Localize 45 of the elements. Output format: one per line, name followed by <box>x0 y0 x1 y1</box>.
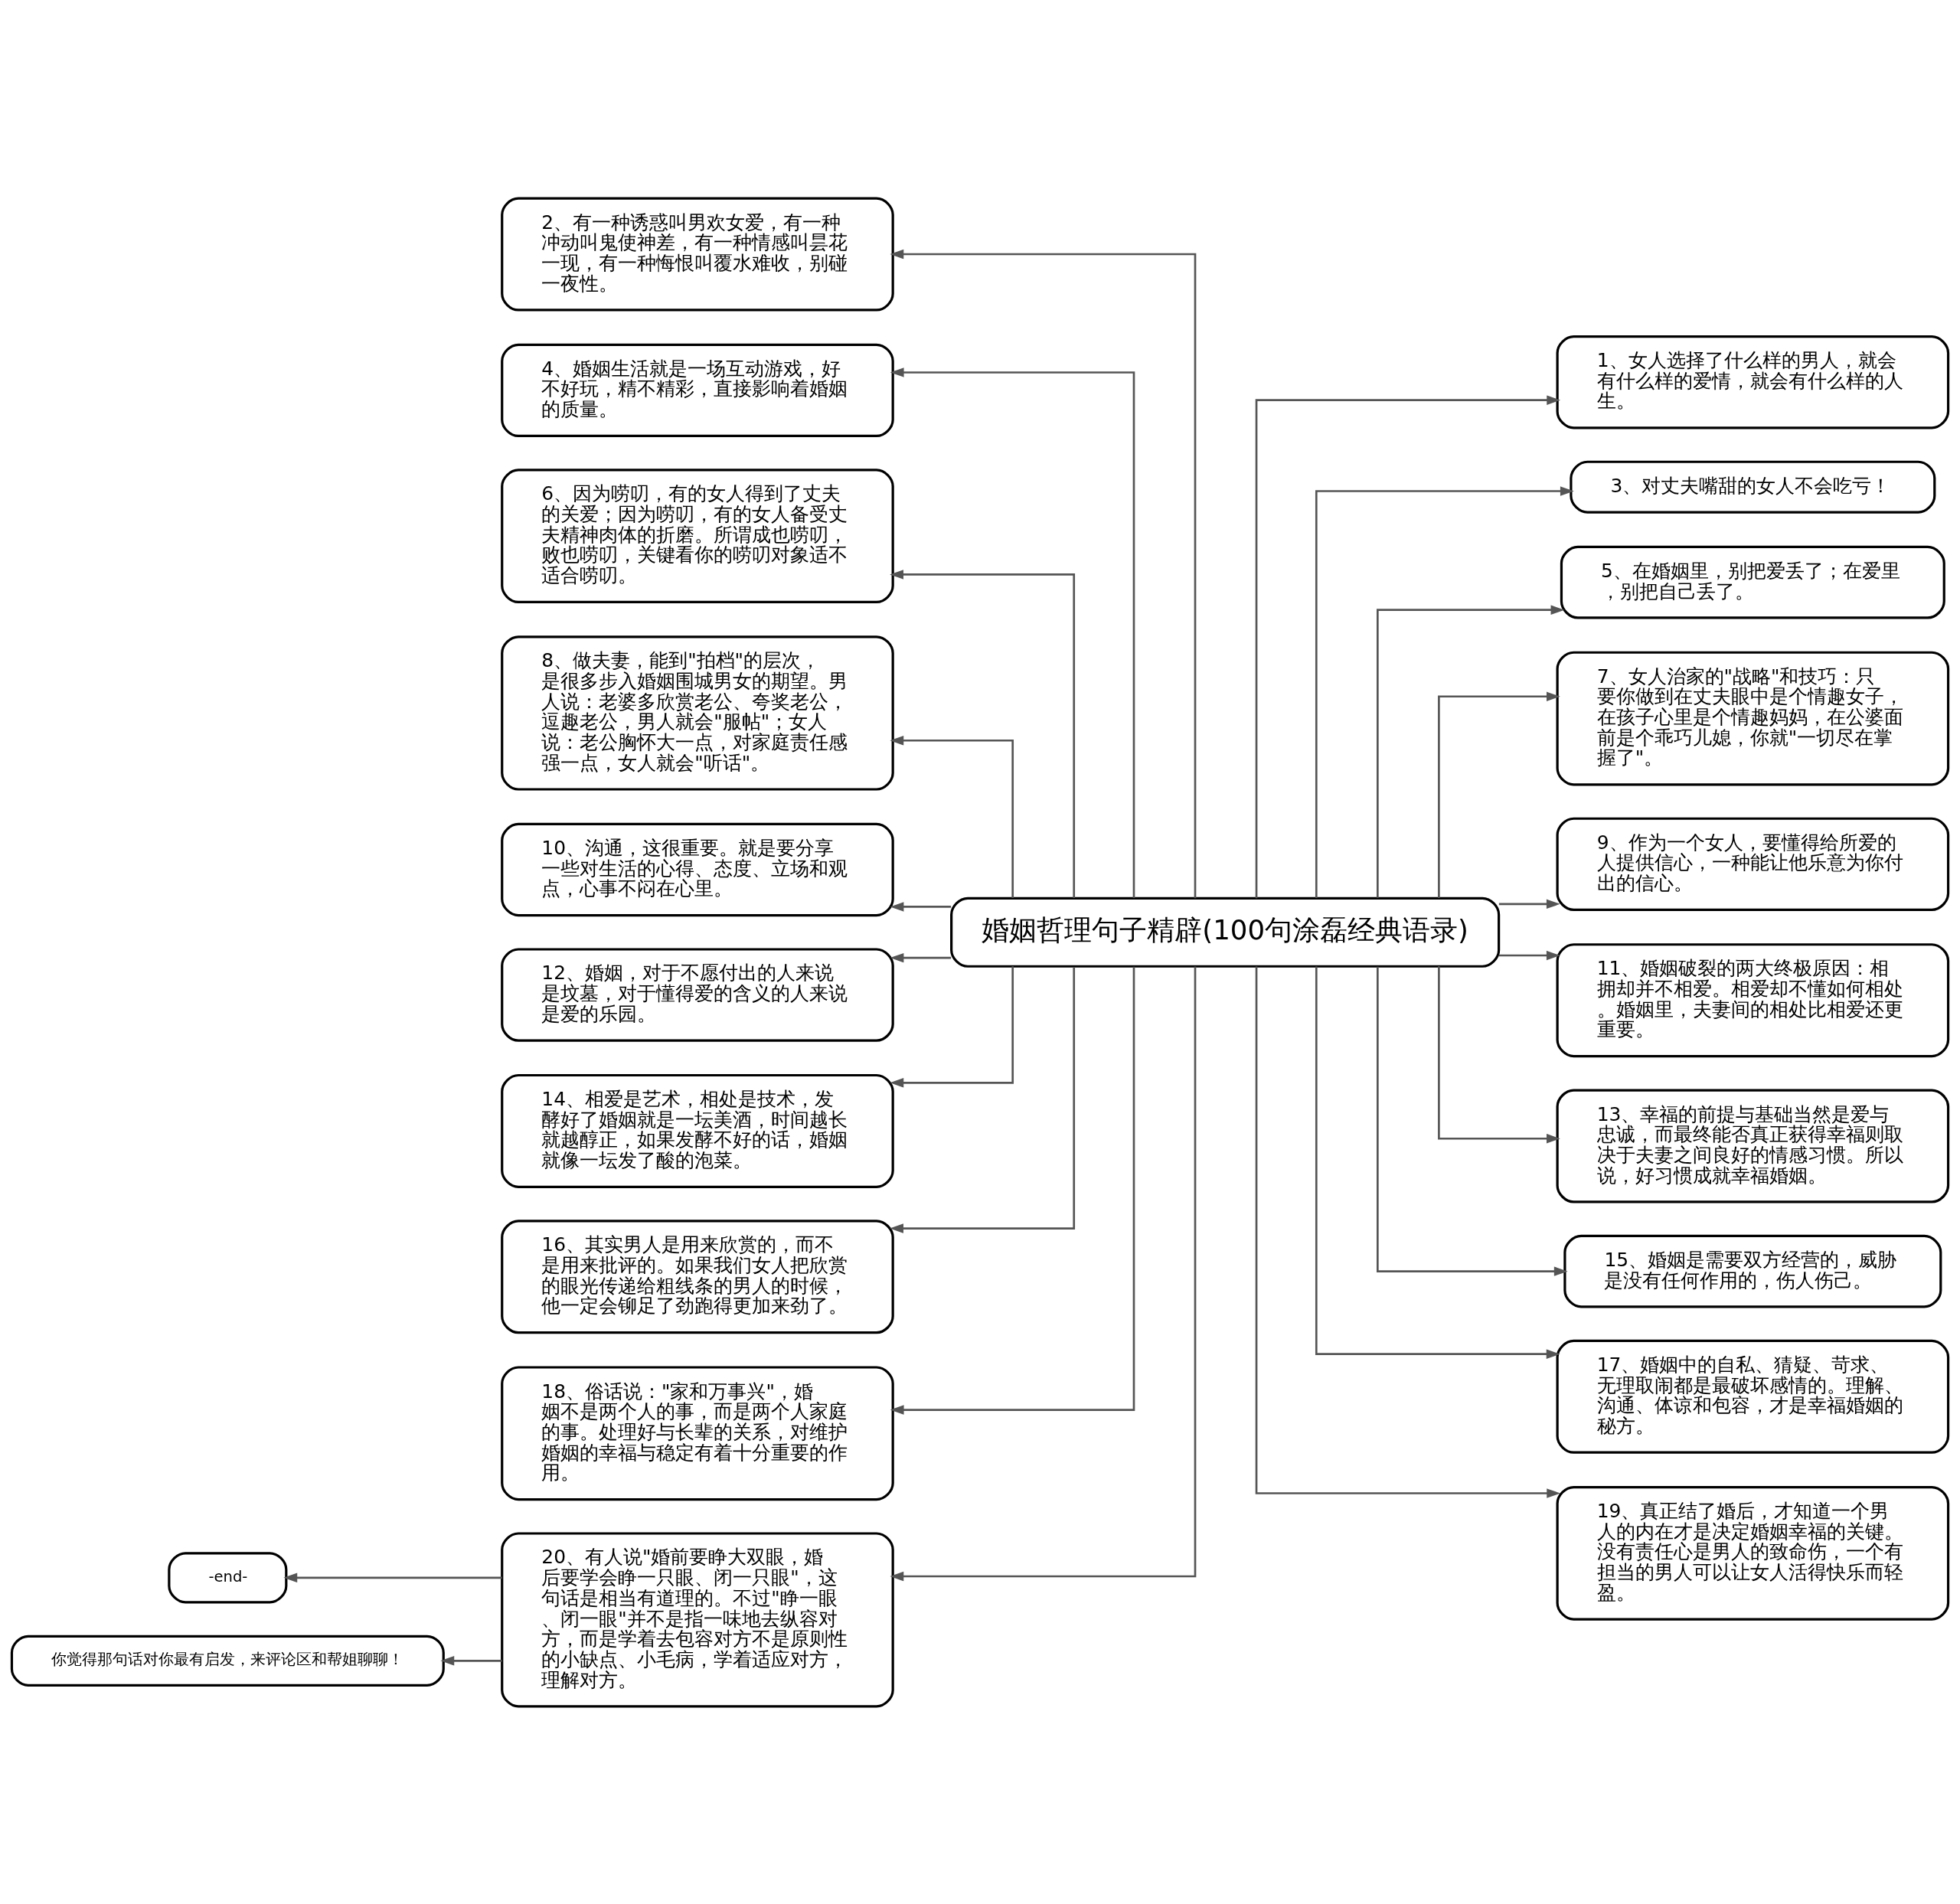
arrow <box>890 966 1076 1233</box>
node-box: 2、有一种诱惑叫男欢女爱，有一种冲动叫鬼使神差，有一种情感叫昙花一现，有一种悔恨叫覆水难收，别碰一夜性。 <box>501 197 894 312</box>
arrow <box>890 966 1135 1415</box>
arrow <box>1255 394 1561 898</box>
arrow <box>890 249 1197 898</box>
node-box: -end- <box>168 1551 288 1603</box>
node-box: 16、其实男人是用来欣赏的，而不是用来批评的。如果我们女人把欣赏的眼光传递给粗线条的男人的时候，他一定会铆足了劲跑得更加来劲了。 <box>501 1219 894 1334</box>
arrow <box>1377 966 1568 1276</box>
arrow <box>1315 965 1560 1359</box>
arrow <box>890 952 952 962</box>
node-box: 7、女人治家的"战略"和技巧：只要你做到在丈夫眼中是个情趣女子，在孩子心里是个情趣妈妈，在公婆面前是个乖巧儿媳，你就"一切尽在掌握了"。 <box>1556 651 1950 785</box>
arrow <box>1438 691 1560 898</box>
arrow <box>890 901 952 912</box>
node-box: 6、因为唠叨，有的女人得到了丈夫的关爱；因为唠叨，有的女人备受丈夫精神肉体的折磨。所谓成也唠叨，败也唠叨，关键看你的唠叨对象适不适合唠叨。 <box>501 468 894 603</box>
node-box: 13、幸福的前提与基础当然是爱与忠诚，而最终能否真正获得幸福则取决于夫妻之间良好的情感习惯。所以说，好习惯成就幸福婚姻。 <box>1556 1089 1950 1203</box>
node-box: 你觉得那句话对你最有启发，来评论区和帮姐聊聊！ <box>10 1635 445 1687</box>
arrow <box>1498 950 1560 960</box>
node-box: 1、女人选择了什么样的男人，就会有什么样的爱情，就会有什么样的人生。 <box>1556 335 1950 429</box>
node-box: 18、俗话说："家和万事兴"，婚姻不是两个人的事，而是两个人家庭的事。处理好与长辈的关系，对维护婚姻的幸福与稳定有着十分重要的作用。 <box>501 1365 894 1501</box>
arrow <box>1255 966 1561 1498</box>
arrow <box>890 965 1014 1088</box>
arrow <box>890 965 1197 1581</box>
node-box: 15、婚姻是需要双方经营的，威胁是没有任何作用的，伤人伤己。 <box>1563 1234 1942 1308</box>
arrow <box>283 1573 502 1582</box>
arrow <box>890 735 1014 898</box>
arrow <box>440 1655 502 1666</box>
node-box: 婚姻哲理句子精辟(100句涂磊经典语录) <box>950 896 1501 968</box>
node-box: 12、婚姻，对于不愿付出的人来说是坟墓，对于懂得爱的含义的人来说是爱的乐园。 <box>501 947 894 1042</box>
arrow <box>1498 899 1560 909</box>
node-box: 8、做夫妻，能到"拍档"的层次，是很多步入婚姻围城男女的期望。男人说：老婆多欣赏老公、夸奖老公，逗趣老公，男人就会"服帖"；女人说：老公胸怀大一点，对家庭责任感强一点，女人就会"听话"。 <box>501 635 894 791</box>
node-box: 5、在婚姻里，别把爱丢了；在爱里，别把自己丢了。 <box>1560 545 1945 619</box>
node-box: 14、相爱是艺术，相处是技术，发酵好了婚姻就是一坛美酒，时间越长就越醇正，如果发酵不好的话，婚姻就像一坛发了酸的泡菜。 <box>501 1073 894 1188</box>
node-box: 10、沟通，这很重要。就是要分享一些对生活的心得、态度、立场和观点，心事不闷在心里。 <box>501 822 894 916</box>
node-box: 19、真正结了婚后，才知道一个男人的内在才是决定婚姻幸福的关键。没有责任心是男人的致命伤，一个有担当的男人可以让女人活得快乐而轻盈。 <box>1556 1485 1950 1621</box>
arrow <box>1377 604 1565 898</box>
node-box: 11、婚姻破裂的两大终极原因：相拥却并不相爱。相爱却不懂如何相处。婚姻里，夫妻间的相处比相爱还更重要。 <box>1556 942 1950 1057</box>
node-box: 17、婚姻中的自私、猜疑、苛求、无理取闹都是最破坏感情的。理解、沟通、体谅和包容，才是幸福婚姻的秘方。 <box>1556 1339 1950 1454</box>
node-box: 20、有人说"婚前要睁大双眼，婚后要学会睁一只眼、闭一只眼"，这句话是相当有道理的。不过"睁一眼、闭一眼"并不是指一味地去纵容对方，而是学着去包容对方不是原则性的小缺点、小毛病，学着适应对方，理解对方。 <box>501 1531 894 1707</box>
arrow <box>1438 965 1560 1143</box>
node-box: 4、婚姻生活就是一场互动游戏，好不好玩，精不精彩，直接影响着婚姻的质量。 <box>501 343 894 437</box>
arrow <box>890 569 1076 898</box>
arrow <box>1315 485 1574 898</box>
arrow <box>890 367 1135 898</box>
node-box: 3、对丈夫嘴甜的女人不会吃亏！ <box>1570 460 1936 514</box>
node-box: 9、作为一个女人，要懂得给所爱的人提供信心，一种能让他乐意为你付出的信心。 <box>1556 817 1950 911</box>
